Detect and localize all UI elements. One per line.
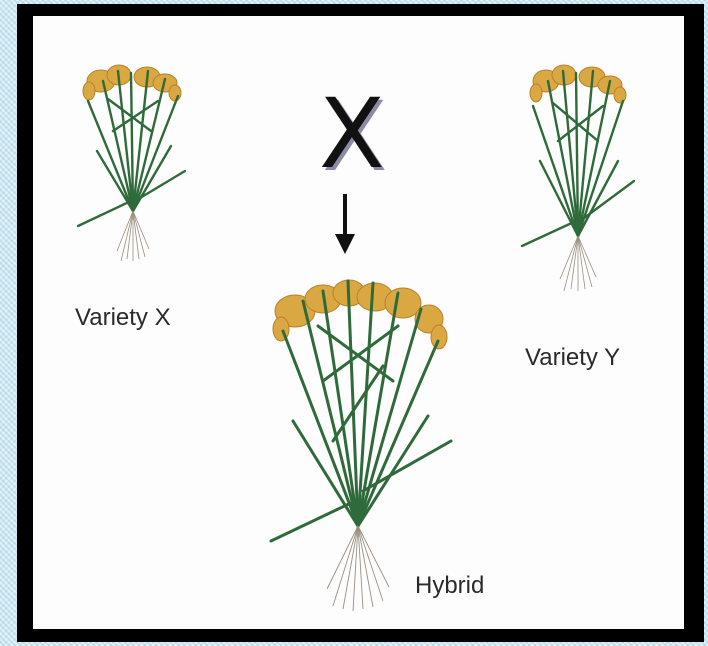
diagram-panel: X	[33, 16, 684, 629]
cross-symbol: X	[319, 86, 385, 182]
variety-x-plant	[73, 61, 193, 261]
hybrid-plant	[263, 271, 453, 611]
down-arrow-icon	[333, 194, 357, 256]
hybrid-label: Hybrid	[415, 572, 484, 600]
variety-y-label: Variety Y	[525, 344, 620, 372]
variety-x-label: Variety X	[75, 304, 171, 332]
variety-y-plant	[518, 61, 638, 291]
